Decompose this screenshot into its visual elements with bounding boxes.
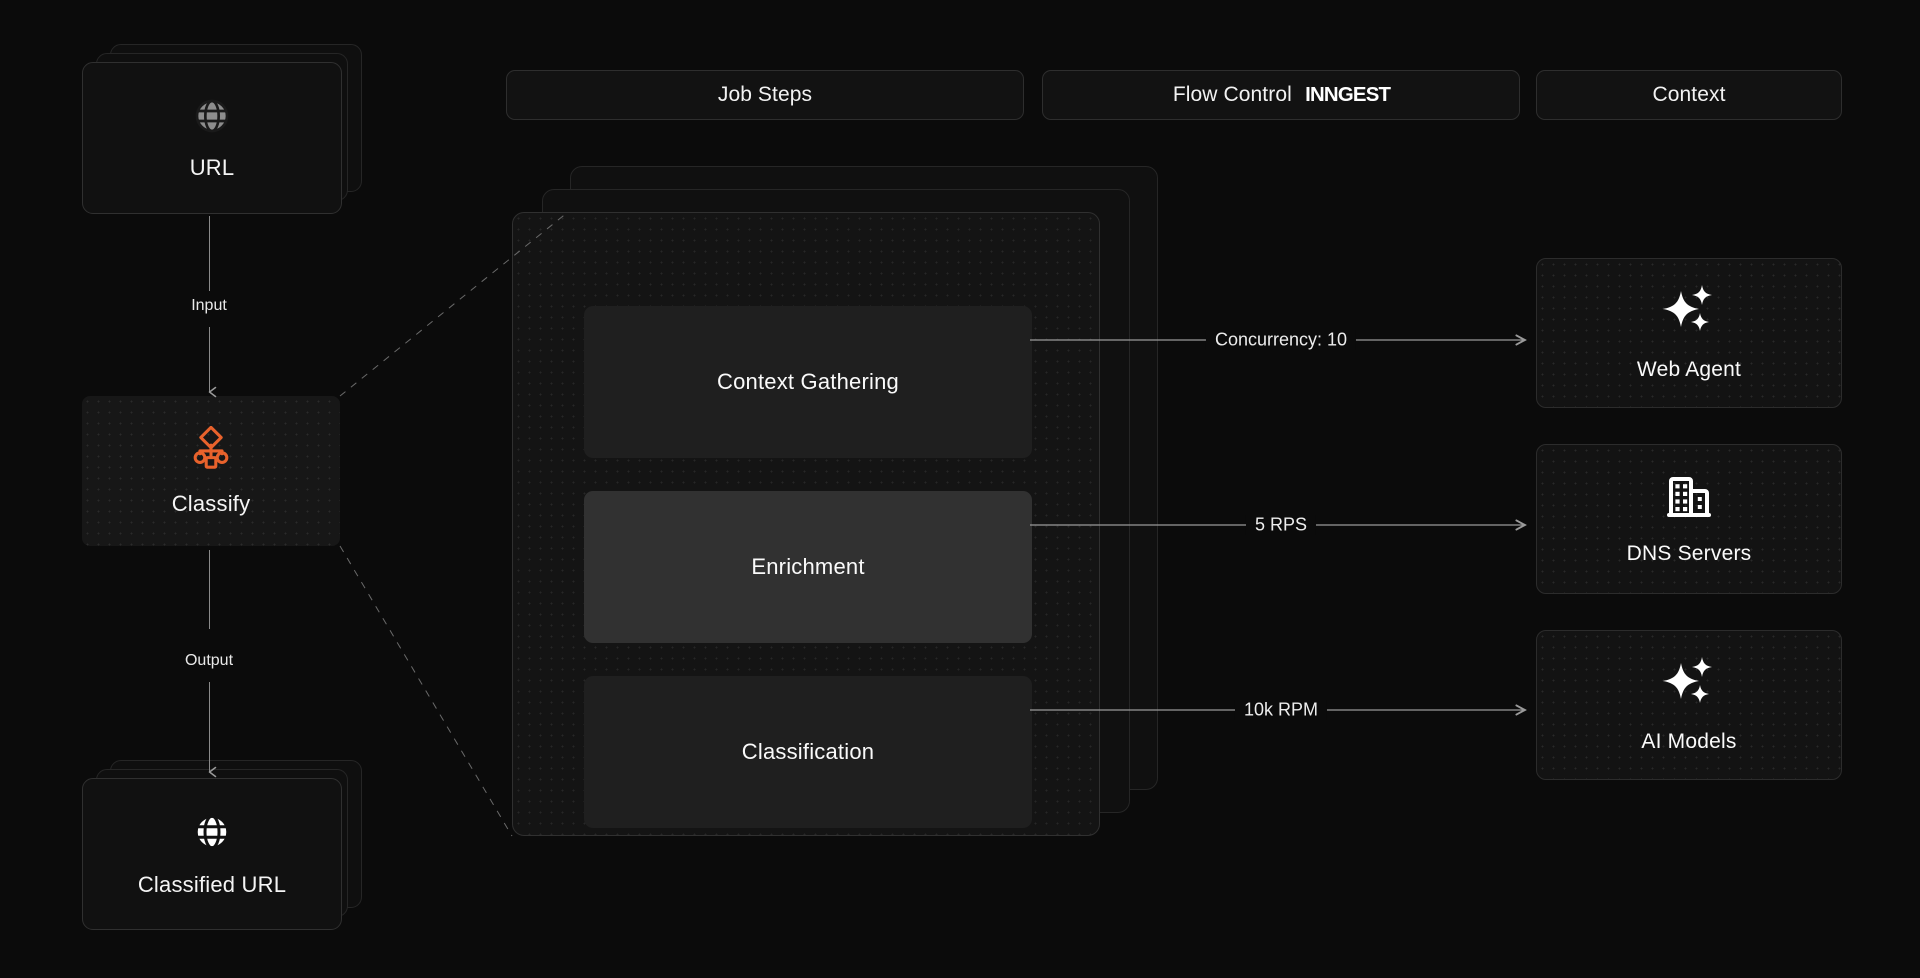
- connector-label-concurrency: Concurrency: 10: [1205, 329, 1357, 351]
- node-url-face: URL: [82, 62, 342, 214]
- edge-classify-to-output-upper: [209, 550, 210, 629]
- globe-icon: [192, 96, 232, 141]
- context-card-web-agent[interactable]: Web Agent: [1536, 258, 1842, 408]
- sparkles-icon: [1661, 656, 1717, 714]
- node-classified-url-face: Classified URL: [82, 778, 342, 930]
- edge-url-to-classify-upper: [209, 216, 210, 291]
- connector-label-rpm: 10k RPM: [1234, 699, 1328, 721]
- node-classified-url[interactable]: Classified URL: [82, 760, 362, 932]
- tab-context[interactable]: Context: [1536, 70, 1842, 120]
- tab-flow-control[interactable]: Flow Control INNGEST: [1042, 70, 1520, 120]
- edge-label-input: Input: [191, 297, 227, 314]
- tab-flow-control-label: Flow Control: [1172, 83, 1292, 106]
- node-url[interactable]: URL: [82, 44, 362, 214]
- context-card-label: Web Agent: [1636, 357, 1742, 381]
- tab-job-steps[interactable]: Job Steps: [506, 70, 1024, 120]
- node-classify-label: Classify: [171, 490, 251, 516]
- node-classified-url-label: Classified URL: [137, 871, 287, 897]
- job-step-label: Classification: [741, 739, 875, 764]
- expansion-line-bottom: [339, 545, 513, 837]
- edge-label-output: Output: [184, 652, 234, 669]
- job-step-label: Enrichment: [751, 554, 865, 579]
- node-url-label: URL: [189, 154, 235, 180]
- building-icon: [1665, 473, 1713, 526]
- workflow-icon: [188, 425, 234, 477]
- globe-icon: [191, 811, 233, 858]
- inngest-logo-wordmark: INNGEST: [1305, 83, 1391, 106]
- job-steps-panel[interactable]: Context Gathering Enrichment Classificat…: [512, 166, 1172, 836]
- job-step-classification[interactable]: Classification: [584, 676, 1032, 828]
- job-panel-face: Context Gathering Enrichment Classificat…: [512, 212, 1100, 836]
- sparkles-icon: [1661, 284, 1717, 342]
- job-step-context-gathering[interactable]: Context Gathering: [584, 306, 1032, 458]
- context-card-dns-servers[interactable]: DNS Servers: [1536, 444, 1842, 594]
- context-card-ai-models[interactable]: AI Models: [1536, 630, 1842, 780]
- tab-job-steps-label: Job Steps: [717, 83, 813, 106]
- context-card-label: AI Models: [1641, 729, 1737, 753]
- job-step-label: Context Gathering: [717, 369, 899, 394]
- edge-classify-to-output-lower: [209, 682, 210, 766]
- job-step-enrichment[interactable]: Enrichment: [584, 491, 1032, 643]
- context-card-label: DNS Servers: [1626, 541, 1752, 565]
- edge-url-to-classify-lower: [209, 327, 210, 385]
- connector-label-rps: 5 RPS: [1245, 514, 1317, 536]
- node-classify[interactable]: Classify: [82, 396, 340, 546]
- tab-context-label: Context: [1652, 83, 1726, 106]
